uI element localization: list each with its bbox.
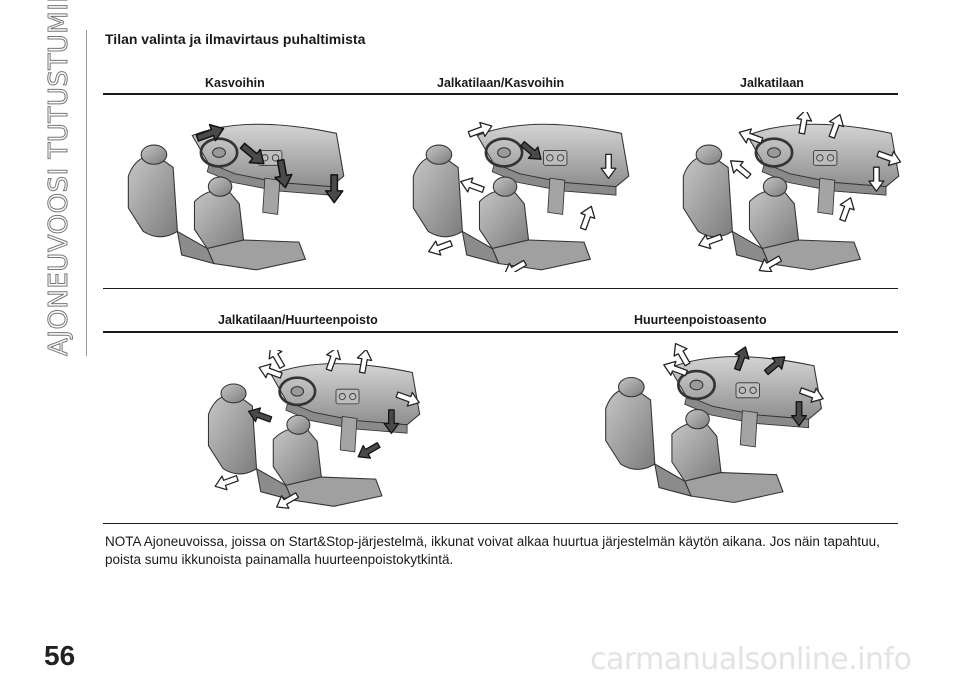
note-rule	[103, 523, 898, 524]
page-number: 56	[44, 640, 76, 671]
figure-kasvoihin	[115, 119, 355, 272]
figure-jalkatilaan-kasvoihin	[400, 118, 640, 272]
sidebar-divider	[86, 30, 87, 356]
figure-huurteenpoistoasento	[595, 342, 827, 507]
heading-huurteenpoistoasento: Huurteenpoistoasento	[634, 313, 767, 327]
section-title: Tilan valinta ja ilmavirtaus puhaltimist…	[105, 31, 366, 47]
top-row-rule	[103, 93, 898, 95]
middle-row-rule	[103, 288, 898, 289]
heading-jalkatilaan-kasvoihin: Jalkatilaan/Kasvoihin	[437, 76, 565, 90]
note-text: NOTA Ajoneuvoissa, joissa on Start&Stop-…	[105, 534, 880, 567]
figure-jalkatilaan	[670, 112, 904, 272]
figure-jalkatilaan-huurteenpoisto	[198, 350, 423, 510]
bottom-row-rule	[103, 331, 898, 333]
heading-jalkatilaan: Jalkatilaan	[740, 76, 804, 90]
sidebar-chapter-title: AJONEUVOOSI TUTUSTUMINEN	[44, 0, 75, 357]
heading-jalkatilaan-huurteenpoisto: Jalkatilaan/Huurteenpoisto	[218, 313, 378, 327]
heading-kasvoihin: Kasvoihin	[205, 76, 265, 90]
watermark: carmanualsonline.info	[590, 642, 912, 677]
